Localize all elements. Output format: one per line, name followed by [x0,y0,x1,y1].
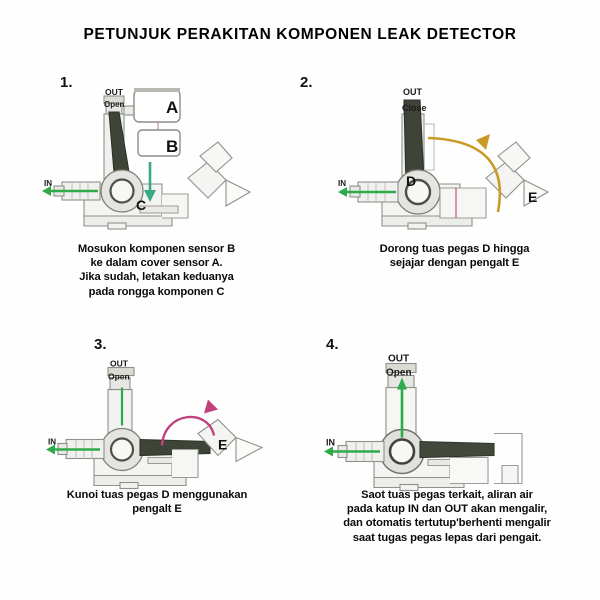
label-part-e: E [218,437,227,453]
label-out-port: OUT [403,87,423,97]
panel-number-4: 4. [326,336,339,353]
label-valve-state: Open [104,100,125,109]
flow-indicator-in [42,186,98,196]
panel-3-caption: Kunoi tuas pegas D menggunakan pengalt E [22,488,292,516]
page-title: PETUNJUK PERAKITAN KOMPONEN LEAK DETECTO… [83,26,517,43]
label-valve-state: Open [386,368,412,379]
diagram-step-2: D E OUT Close IN [338,87,550,230]
caption-line: ke dalam cover sensor A. [90,257,223,270]
label-valve-state: Open [108,372,130,382]
flow-indicator-in [324,446,380,457]
flow-indicator-out [397,377,407,438]
diagram-step-3: E OUT Open IN [46,359,264,490]
label-part-a: A [166,98,178,117]
label-part-b: B [166,137,178,156]
diagram-step-4: OUT Open IN [324,354,523,492]
label-out-port: OUT [105,87,124,97]
panel-number-3: 3. [94,336,107,353]
caption-line: pengalt E [132,503,182,516]
part-b-box [137,129,181,157]
caption-line: dan otomatis tertutup'berhenti mengalir [343,517,551,530]
caption-line: saat tugas pegas lepas dari pengait. [352,531,542,544]
panel-number-2: 2. [300,74,313,91]
caption-line: Kunoi tuas pegas D menggunakan [66,489,248,501]
flow-indicator-in [338,187,396,197]
caption-line: Saot tuas pegas terkait, aliran air [361,489,533,501]
label-part-d: D [406,173,416,189]
label-valve-state: Close [402,103,427,113]
rotation-arrow [427,134,502,213]
label-in-port: IN [338,179,346,188]
caption-line: Jika sudah, letakan keduanya [79,271,234,284]
panel-number-1: 1. [60,74,73,91]
part-a-box [133,88,181,123]
panel-4-caption: Saot tuas pegas terkait, aliran air pada… [306,488,588,545]
label-out-port: OUT [110,359,129,369]
label-in-port: IN [44,179,52,188]
insert-arrow [144,162,156,202]
diagram-step-1: A B C OUT Open IN [42,87,252,230]
panel-2-caption: Dorong tuas pegas D hingga sejajar denga… [312,242,597,270]
label-in-port: IN [326,438,335,448]
caption-line: Dorong tuas pegas D hingga [379,243,530,255]
latch-arrow [160,399,218,446]
label-part-e: E [528,189,537,205]
label-out-port: OUT [388,354,409,365]
caption-line: pada rongga komponen C [88,285,225,298]
caption-line: sejajar dengan pengalt E [389,257,520,270]
label-part-c: C [136,197,146,213]
panel-1-caption: Mosukon komponen sensor B ke dalam cover… [14,242,299,299]
flow-indicator-in [46,444,100,455]
label-in-port: IN [48,438,56,447]
caption-line: Mosukon komponen sensor B [77,243,236,255]
caption-line: pada katup IN dan OUT akan mengalir, [346,503,548,516]
